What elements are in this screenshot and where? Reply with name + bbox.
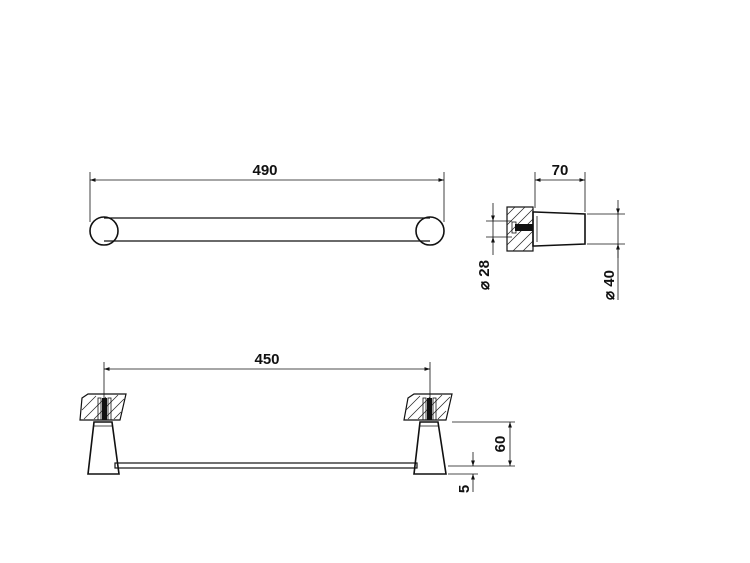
rose-diameter-label: ⌀ 40 — [601, 270, 618, 300]
right-wall — [403, 393, 453, 421]
base-diameter-label: ⌀ 28 — [476, 260, 493, 290]
front-view: 450 — [79, 351, 515, 493]
right-rose — [415, 216, 445, 246]
center-distance-label: 450 — [254, 351, 279, 368]
side-view: 70 ⌀ 28 ⌀ 40 — [476, 162, 625, 300]
right-bracket — [413, 421, 447, 475]
bar-thickness-label: 5 — [456, 485, 473, 493]
top-view: 490 — [89, 162, 445, 246]
bracket-body — [532, 211, 586, 247]
left-rose — [89, 216, 119, 246]
height-label: 60 — [492, 436, 509, 453]
overall-length-label: 490 — [252, 162, 277, 179]
left-wall — [79, 393, 127, 421]
towel-bar — [114, 462, 418, 469]
depth-label: 70 — [552, 162, 569, 179]
left-bracket — [87, 421, 120, 475]
